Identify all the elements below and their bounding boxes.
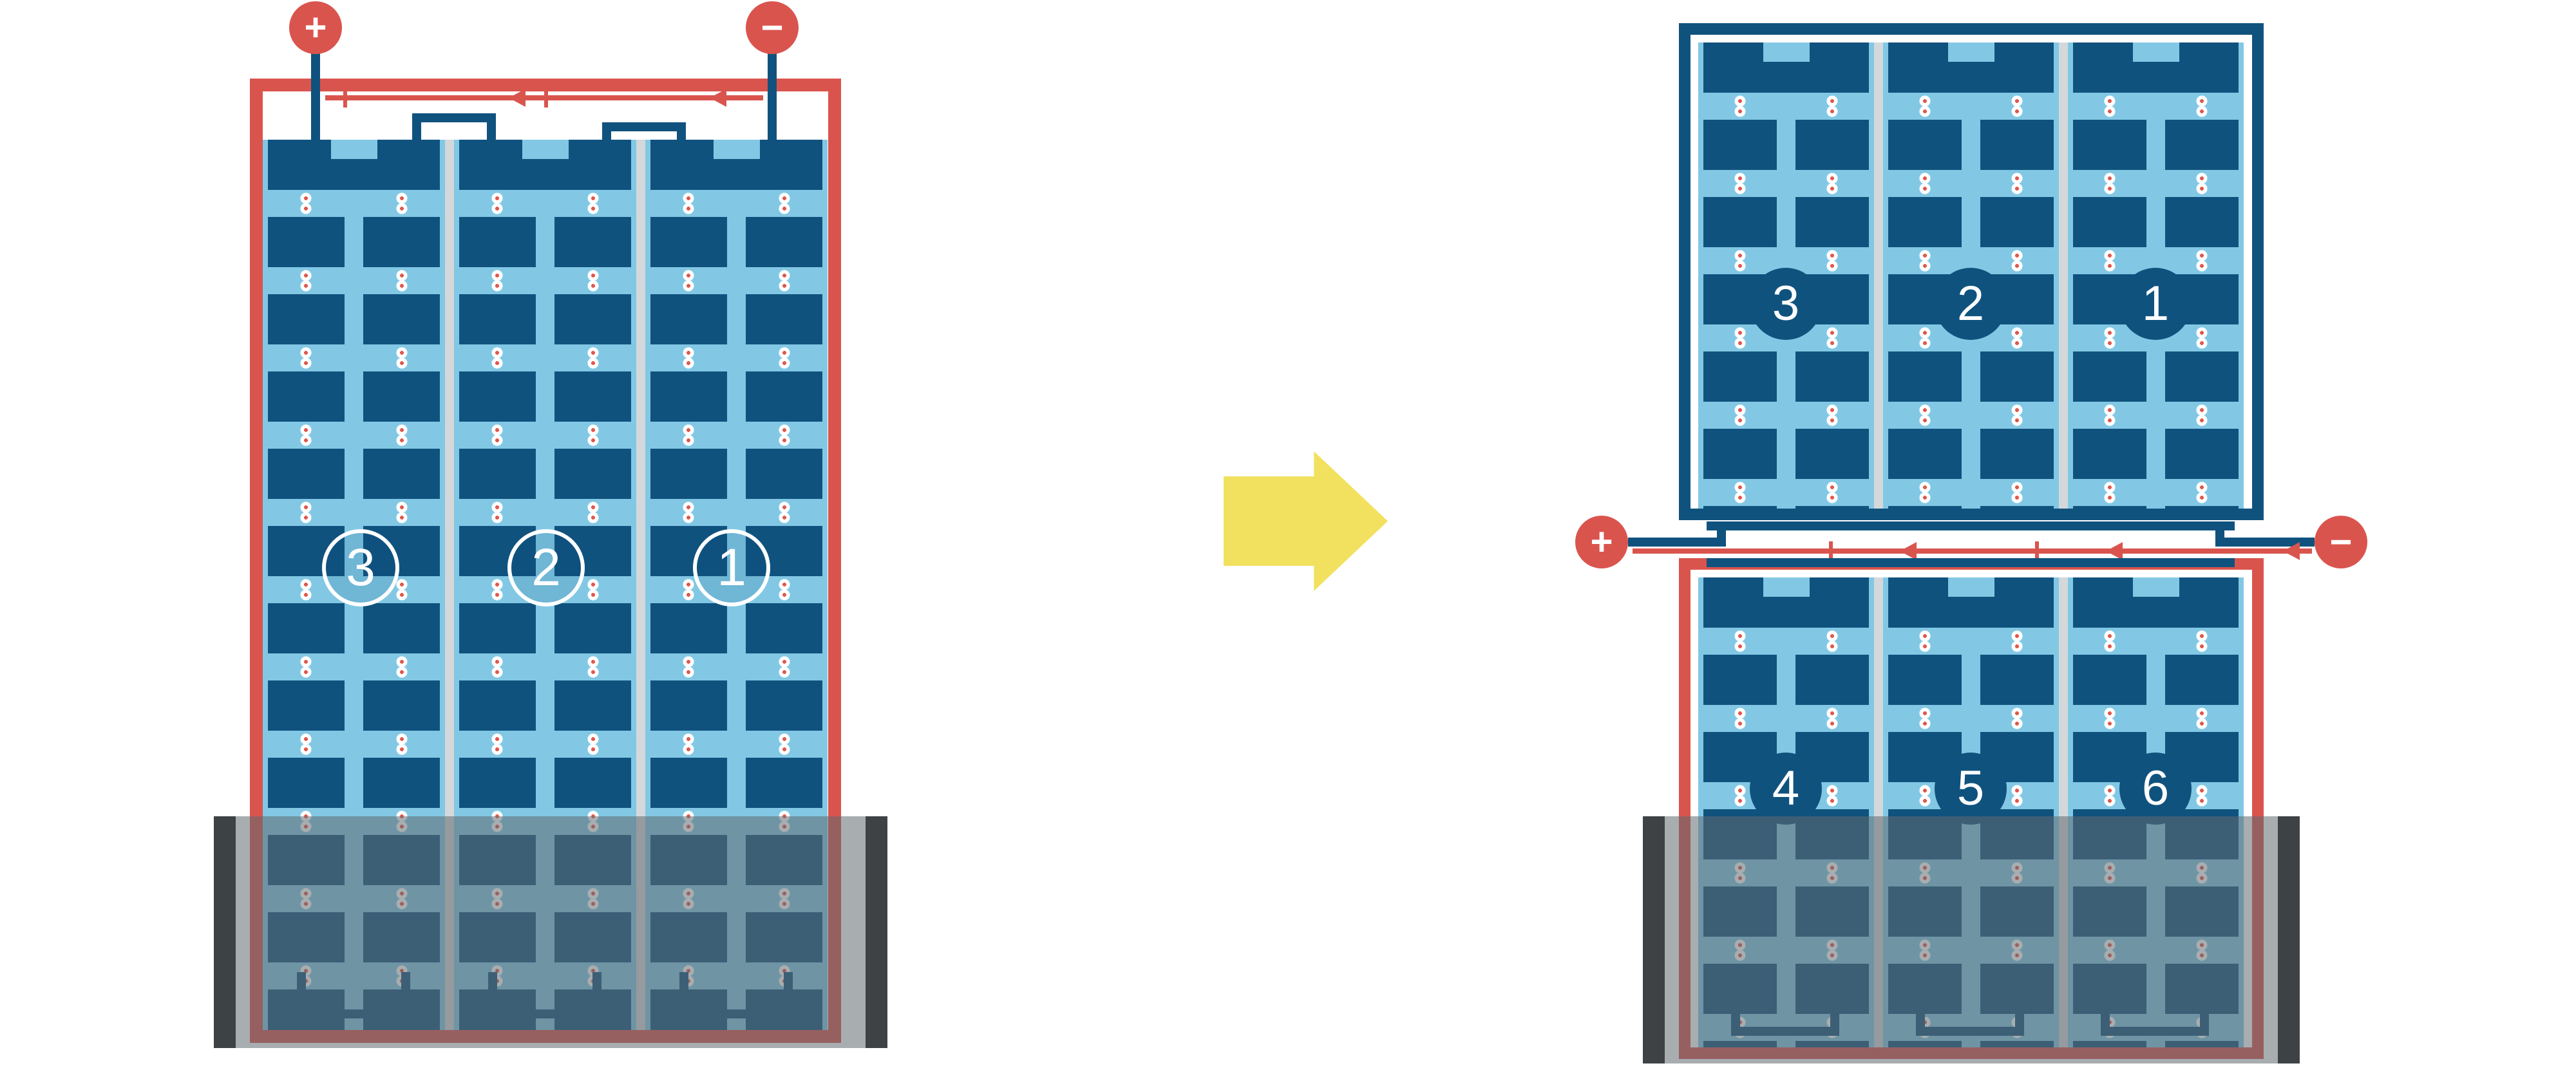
module-number-badge: 4 [1750,753,1822,825]
wire-tick [1829,541,1833,561]
positive-terminal-stem [311,52,320,149]
module-number: 4 [1772,761,1800,816]
negative-terminal-icon: − [2315,516,2367,568]
positive-terminal-stem [1628,538,1726,547]
module-number: 1 [717,538,746,597]
module-number: 6 [2141,761,2170,816]
rack-edge-bar [214,816,236,1048]
wire-tick [2035,541,2039,561]
current-direction-arrow [509,89,526,107]
minus-icon: − [761,6,784,49]
positive-terminal-icon: + [1575,516,1628,568]
module-number: 3 [346,538,375,597]
wire-tick [544,88,548,108]
right-upper-array-frame [1679,23,2264,520]
module-number-badge: 1 [2119,268,2192,340]
negative-terminal-stem [768,52,777,149]
module-number-badge: 1 [693,529,770,606]
module-number-badge: 6 [2119,753,2192,825]
plus-icon: + [304,6,327,49]
series-link-bracket [412,113,496,143]
module-number-badge: 3 [322,529,399,606]
transform-arrow-icon [1224,451,1388,591]
negative-terminal-icon: − [746,1,799,54]
module-number: 2 [531,538,561,597]
module-number-badge: 3 [1750,268,1822,340]
positive-terminal-icon: + [289,1,342,54]
rack-edge-bar [866,816,887,1048]
wire-tick [343,88,347,108]
rack-edge-bar [1643,816,1665,1063]
current-direction-arrow [710,89,726,107]
module-number: 5 [1956,761,1985,816]
current-direction-arrow [1900,542,1917,560]
module-number: 3 [1772,276,1800,331]
module-number: 2 [1956,276,1985,331]
series-link-bracket [602,122,686,144]
module-number-badge: 5 [1935,753,2007,825]
lower-array-busbar [1707,558,2235,567]
flood-water-overlay [1643,816,2300,1063]
current-wire [1633,548,2312,554]
current-direction-arrow [2283,542,2300,560]
current-direction-arrow [2106,542,2123,560]
module-number-badge: 2 [507,529,585,606]
rack-edge-bar [2278,816,2300,1063]
module-number-badge: 2 [1935,268,2007,340]
minus-icon: − [2329,520,2353,563]
plus-icon: + [1590,520,1613,563]
flood-water-overlay [214,816,887,1048]
module-number: 1 [2141,276,2170,331]
upper-array-busbar [1707,521,2235,530]
